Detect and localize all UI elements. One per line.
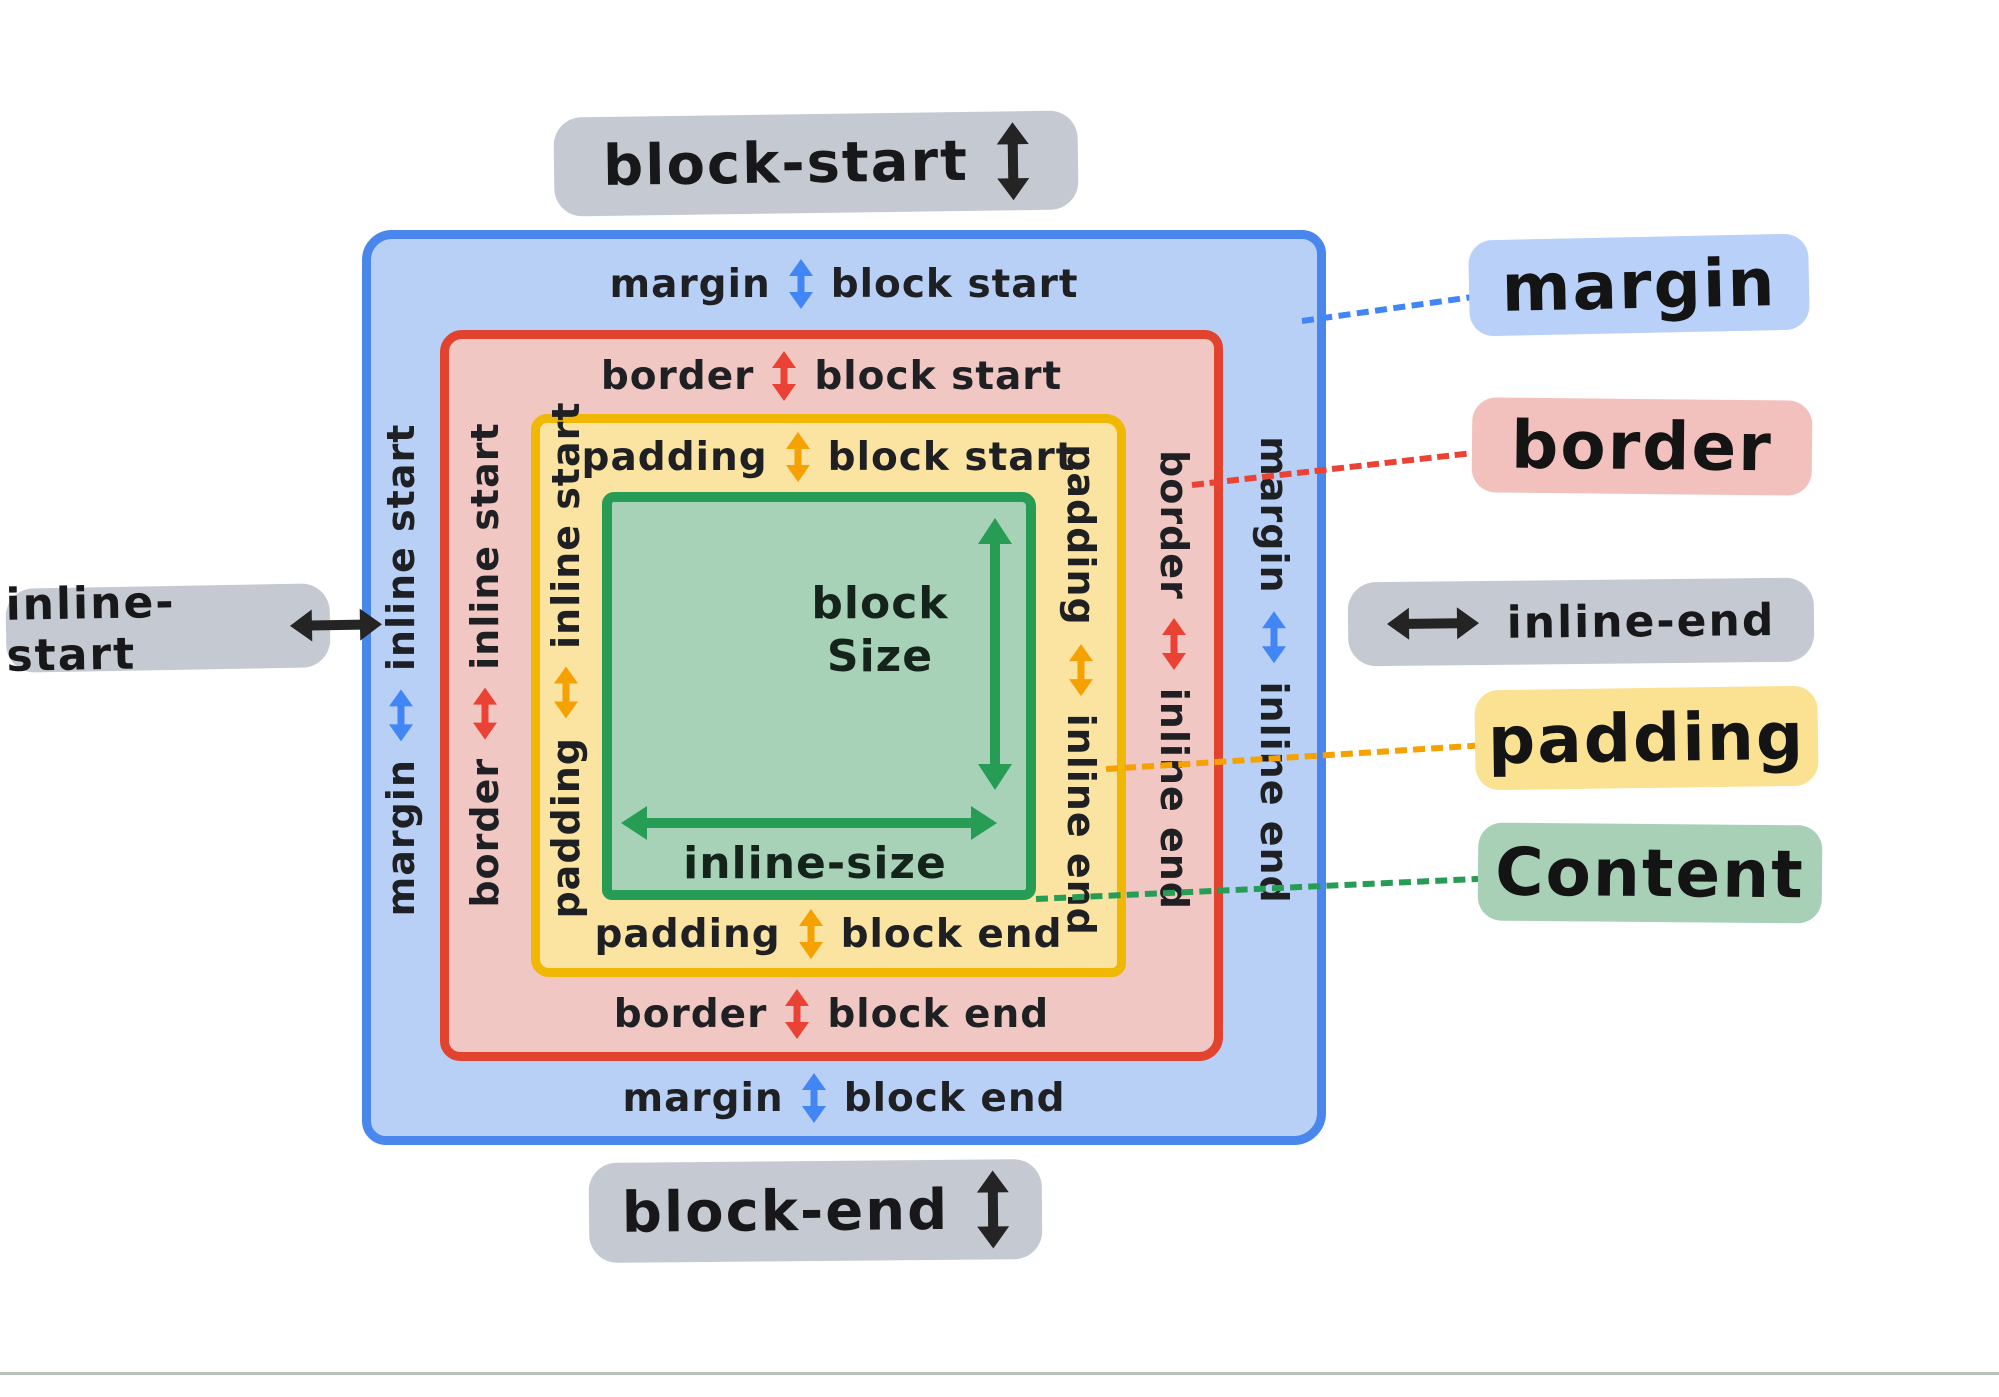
block-end-arrow-icon [977,1170,1010,1248]
margin-inline-start-arrow-icon [389,689,413,741]
block-size-label: block Size [790,578,970,684]
inline-end-text: inline-end [1506,594,1776,649]
margin-block-start-label: margin block start [362,258,1326,310]
block-size-arrow-icon [978,518,1012,790]
band-name: margin [609,261,771,307]
legend-content-text: Content [1494,833,1806,913]
block-size-line1: block [811,578,949,629]
border-inline-end-arrow-icon [1162,618,1186,670]
block-end-text: block-end [621,1177,950,1246]
band-name: margin [379,759,423,917]
band-name: margin [622,1075,784,1121]
inline-start-pill: inline-start [5,577,366,682]
border-block-end-arrow-icon [785,989,809,1039]
band-side: block start [814,353,1063,399]
border-inline-start-arrow-icon [473,688,497,740]
band-side: block end [843,1075,1066,1121]
legend-border: border [1471,397,1813,496]
legend-padding-text: padding [1487,697,1806,779]
inline-end-arrow-icon [1386,607,1478,640]
band-side: inline start [463,422,507,670]
margin-block-start-arrow-icon [789,259,813,309]
band-name: padding [581,434,768,480]
band-name: border [613,991,768,1037]
block-size-line2: Size [826,630,934,682]
page-bottom-divider [0,1372,1999,1375]
legend-margin-text: margin [1500,243,1778,327]
band-name: padding [1059,444,1103,626]
band-side: inline end [1152,687,1196,910]
margin-inline-end-label: margin inline end [1252,436,1296,903]
border-inline-end-label: border inline end [1152,450,1196,910]
band-side: block end [827,991,1050,1037]
band-name: border [1152,450,1196,600]
border-block-start-arrow-icon [772,351,796,401]
inline-start-text: inline-start [5,576,176,682]
inline-start-arrow-icon [290,608,383,642]
padding-block-start-label: padding block start [531,431,1126,483]
padding-block-start-arrow-icon [786,432,810,482]
inline-size-text: inline-size [683,838,947,889]
band-name: padding [594,911,781,957]
block-start-text: block-start [602,128,970,199]
legend-margin: margin [1468,233,1810,337]
padding-inline-end-arrow-icon [1069,644,1093,696]
margin-connector-line [1301,293,1479,324]
padding-block-end-label: padding block end [531,908,1126,960]
inline-size-arrow-icon [621,806,997,840]
band-side: inline end [1252,681,1296,904]
margin-block-end-arrow-icon [802,1073,826,1123]
block-end-pill: block-end [588,1159,1043,1263]
padding-inline-start-label: padding inline start [544,401,588,918]
band-side: block start [830,261,1079,307]
block-start-pill: block-start [553,110,1079,217]
legend-content: Content [1477,822,1823,924]
border-block-end-label: border block end [440,988,1223,1040]
band-side: block end [840,911,1063,957]
padding-inline-start-arrow-icon [554,667,578,719]
padding-block-end-arrow-icon [799,909,823,959]
band-side: inline end [1059,713,1103,936]
band-name: border [600,353,755,399]
block-start-arrow-icon [996,122,1029,200]
padding-inline-end-label: padding inline end [1059,444,1103,936]
band-side: inline start [379,423,423,672]
margin-block-end-label: margin block end [362,1072,1326,1124]
margin-inline-end-arrow-icon [1262,612,1286,664]
margin-inline-start-label: margin inline start [379,424,423,917]
legend-border-text: border [1510,406,1774,487]
band-name: border [463,757,507,908]
border-inline-start-label: border inline start [463,422,507,907]
band-name: margin [1252,436,1296,594]
inline-end-pill: inline-end [1347,577,1815,667]
band-side: block start [827,434,1076,480]
border-block-start-label: border block start [440,350,1223,402]
inline-size-label: inline-size [640,838,990,891]
legend-padding: padding [1474,685,1819,791]
band-side: inline start [544,401,588,649]
band-name: padding [544,736,588,919]
